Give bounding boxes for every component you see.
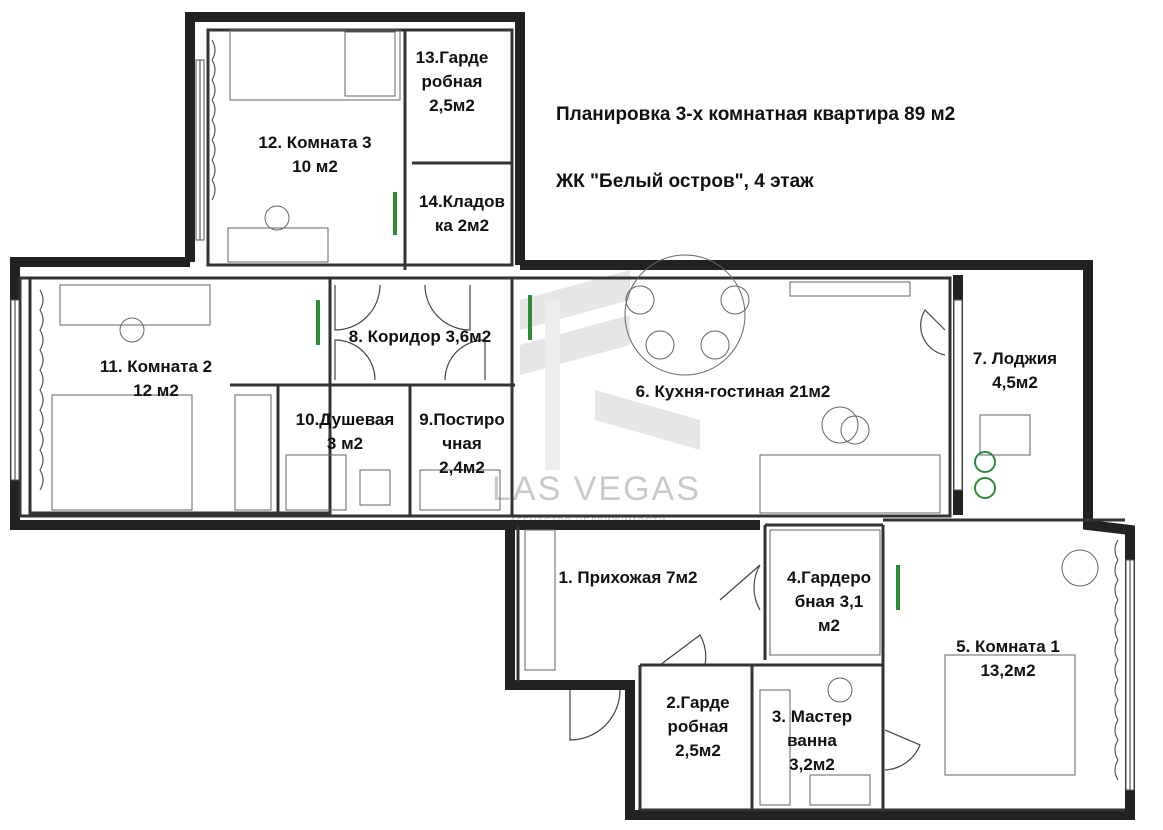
room-label-r2: 2.Гарде робная 2,5м2 — [666, 693, 729, 760]
room-label-r8: 8. Коридор 3,6м2 — [349, 327, 491, 346]
room-label-line: ка 2м2 — [435, 216, 489, 235]
room-label-line: 13,2м2 — [980, 661, 1035, 680]
room-label-r6: 6. Кухня-гостиная 21м2 — [636, 382, 831, 401]
room-label-line: 7. Лоджия — [973, 349, 1057, 368]
plan-title: Планировка 3-х комнатная квартира 89 м2 — [556, 104, 955, 125]
room-label-line: ванна — [787, 731, 837, 750]
room-label-line: 8. Коридор 3,6м2 — [349, 327, 491, 346]
room-label-line: 12. Комната 3 — [258, 133, 371, 152]
furniture — [51, 29, 1099, 806]
room-label-r11: 11. Комната 2 12 м2 — [100, 357, 212, 400]
room-label-line: робная — [422, 72, 483, 91]
room-label-r3: 3. Мастер ванна 3,2м2 — [772, 707, 852, 774]
room-label-line: 3. Мастер — [772, 707, 852, 726]
radiators — [316, 192, 996, 610]
room-label-r7: 7. Лоджия 4,5м2 — [973, 349, 1057, 392]
room-label-line: 10 м2 — [292, 157, 338, 176]
room-label-line: 4.Гардеро — [787, 568, 871, 587]
room-label-line: бная 3,1 — [795, 592, 864, 611]
room-label-line: 2,5м2 — [429, 96, 475, 115]
room-label-r1: 1. Прихожая 7м2 — [559, 568, 698, 587]
room-label-r13: 13.Гарде робная 2,5м2 — [416, 48, 489, 115]
room-label-line: 1. Прихожая 7м2 — [559, 568, 698, 587]
room-label-r5: 5. Комната 1 13,2м2 — [956, 637, 1060, 680]
room-label-line: 5. Комната 1 — [956, 637, 1060, 656]
room-label-line: 3,2м2 — [789, 755, 835, 774]
room-label-line: 13.Гарде — [416, 48, 489, 67]
room-label-line: 4,5м2 — [992, 373, 1038, 392]
room-label-line: 11. Комната 2 — [100, 357, 212, 376]
room-label-line: м2 — [818, 616, 840, 635]
room-label-line: чная — [442, 434, 482, 453]
room-label-r4: 4.Гардеро бная 3,1 м2 — [787, 568, 871, 635]
room-label-line: робная — [668, 717, 729, 736]
watermark-brand: LAS VEGAS — [492, 470, 701, 508]
room-label-line: 12 м2 — [133, 381, 179, 400]
room-label-line: 2.Гарде — [666, 693, 729, 712]
room-label-line: 6. Кухня-гостиная 21м2 — [636, 382, 831, 401]
room-label-line: 2,4м2 — [439, 458, 485, 477]
room-label-r10: 10.Душевая 3 м2 — [296, 410, 395, 453]
doors — [334, 284, 946, 771]
windows — [10, 39, 1135, 791]
room-labels: 13.Гарде робная 2,5м2 12. Комната 3 10 м2 14.… — [100, 48, 1060, 774]
inner-walls — [18, 28, 1125, 812]
room-label-line: 14.Кладов — [419, 192, 505, 211]
room-label-line: 9.Постиро — [419, 410, 505, 429]
room-label-line: 10.Душевая — [296, 410, 395, 429]
room-label-line: 3 м2 — [327, 434, 363, 453]
room-label-r9: 9.Постиро чная 2,4м2 — [419, 410, 505, 477]
plan-subtitle: ЖК "Белый остров", 4 этаж — [555, 171, 814, 192]
room-label-r14: 14.Кладов ка 2м2 — [419, 192, 505, 235]
watermark: LAS VEGAS АГЕНТСТВО НЕДВИЖИМОСТИ — [492, 270, 701, 526]
outer-walls — [10, 12, 1135, 820]
room-label-r12: 12. Комната 3 10 м2 — [258, 133, 371, 176]
room-label-line: 2,5м2 — [675, 741, 721, 760]
